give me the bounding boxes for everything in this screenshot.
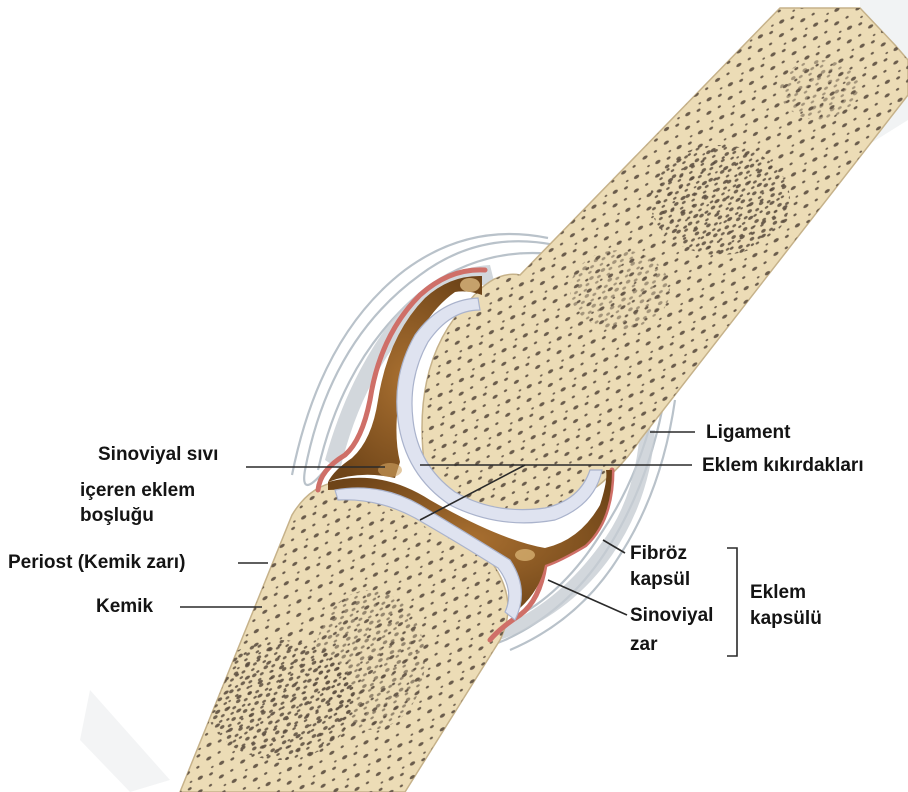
label-sinoviyal-zar-line1: Sinoviyal	[630, 603, 713, 628]
label-fibroz-line1: Fibröz	[630, 541, 687, 566]
label-sinoviyal-sivi-line2: içeren eklem	[80, 478, 195, 503]
label-sinoviyal-zar-line2: zar	[630, 632, 657, 657]
label-kemik: Kemik	[96, 594, 153, 619]
eklem-kapsulu-bracket	[727, 548, 737, 656]
label-sinoviyal-sivi-line1: Sinoviyal sıvı	[98, 442, 218, 467]
label-ligament: Ligament	[706, 420, 790, 445]
label-eklem-kikirdaklari: Eklem kıkırdakları	[702, 453, 864, 478]
upper-bone	[400, 0, 908, 530]
label-fibroz-line2: kapsül	[630, 567, 690, 592]
label-sinoviyal-sivi-line3: boşluğu	[80, 503, 154, 528]
label-eklem-kapsulu-line2: kapsülü	[750, 606, 822, 631]
label-periost: Periost (Kemik zarı)	[8, 550, 185, 575]
label-eklem-kapsulu-line1: Eklem	[750, 580, 806, 605]
